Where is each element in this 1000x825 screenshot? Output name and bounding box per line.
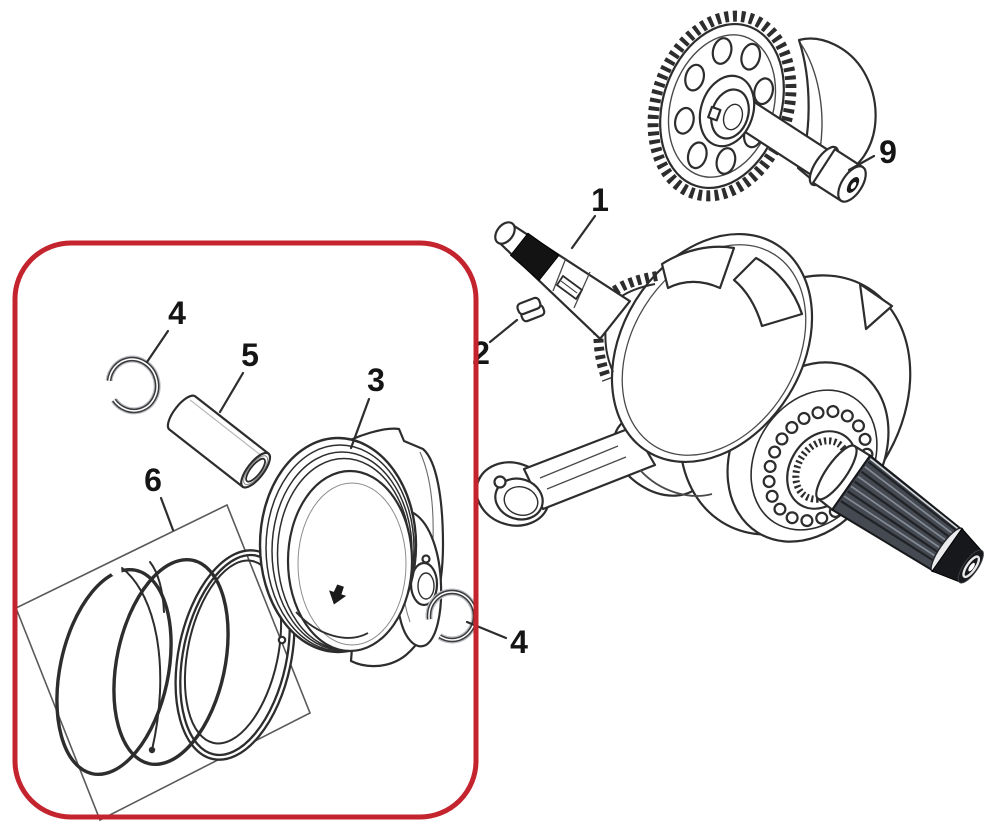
callout-label-3: 3 [367, 362, 385, 398]
rear-web-notch [858, 282, 894, 331]
callout-label-4-top: 4 [168, 295, 186, 331]
callout-9: 9 [847, 134, 897, 172]
crown-nub [277, 635, 287, 645]
callout-3: 3 [349, 362, 385, 450]
callout-label-9: 9 [879, 134, 897, 170]
leader-5 [218, 371, 245, 414]
piston-ring-oil [174, 549, 296, 761]
leader-4-top [145, 329, 170, 364]
crown-valve-relief [295, 611, 369, 639]
callout-5: 5 [218, 337, 259, 414]
crown-arrow-icon [329, 584, 347, 605]
crankshaft-assembly [475, 221, 984, 584]
woodruff-key [516, 296, 546, 323]
piston-ring-second [112, 555, 230, 767]
callout-label-5: 5 [241, 337, 259, 373]
leader-1 [570, 214, 597, 250]
piston-pin [166, 394, 272, 489]
callout-label-6: 6 [144, 462, 162, 498]
callout-label-4-right: 4 [510, 624, 528, 660]
leader-9 [847, 154, 876, 172]
rod-oil-hole [493, 475, 507, 489]
balancer-gear [647, 10, 797, 202]
piston-ring-top [55, 565, 173, 777]
crankpin-glimpse [639, 469, 713, 497]
piston-crown [286, 469, 414, 653]
crown-inner-edge [297, 482, 407, 646]
circlip-top [105, 355, 161, 415]
leader-3 [349, 397, 371, 450]
callout-6: 6 [144, 462, 175, 532]
balancer-hub [698, 74, 756, 148]
spline-stripes [840, 458, 961, 564]
leader-2 [488, 318, 519, 344]
callout-4-top: 4 [145, 295, 186, 364]
shaft-tip [494, 221, 516, 245]
shaft-black-band [509, 232, 560, 282]
piston-skirt-line [419, 451, 434, 541]
output-shaft [815, 444, 984, 584]
ring-groove-1 [265, 444, 415, 652]
highlight-box [12, 240, 479, 820]
callout-label-1: 1 [591, 182, 609, 218]
callout-1: 1 [570, 182, 609, 250]
callouts: 1 2 3 4 5 6 4 9 [144, 134, 897, 660]
balance-shaft-assembly [647, 10, 877, 203]
web-cutout-1 [660, 245, 736, 290]
piston [258, 427, 445, 668]
leader-6 [159, 496, 175, 532]
web-cutout-2 [732, 256, 804, 328]
callout-2: 2 [472, 318, 519, 371]
rod-eye [494, 477, 544, 521]
